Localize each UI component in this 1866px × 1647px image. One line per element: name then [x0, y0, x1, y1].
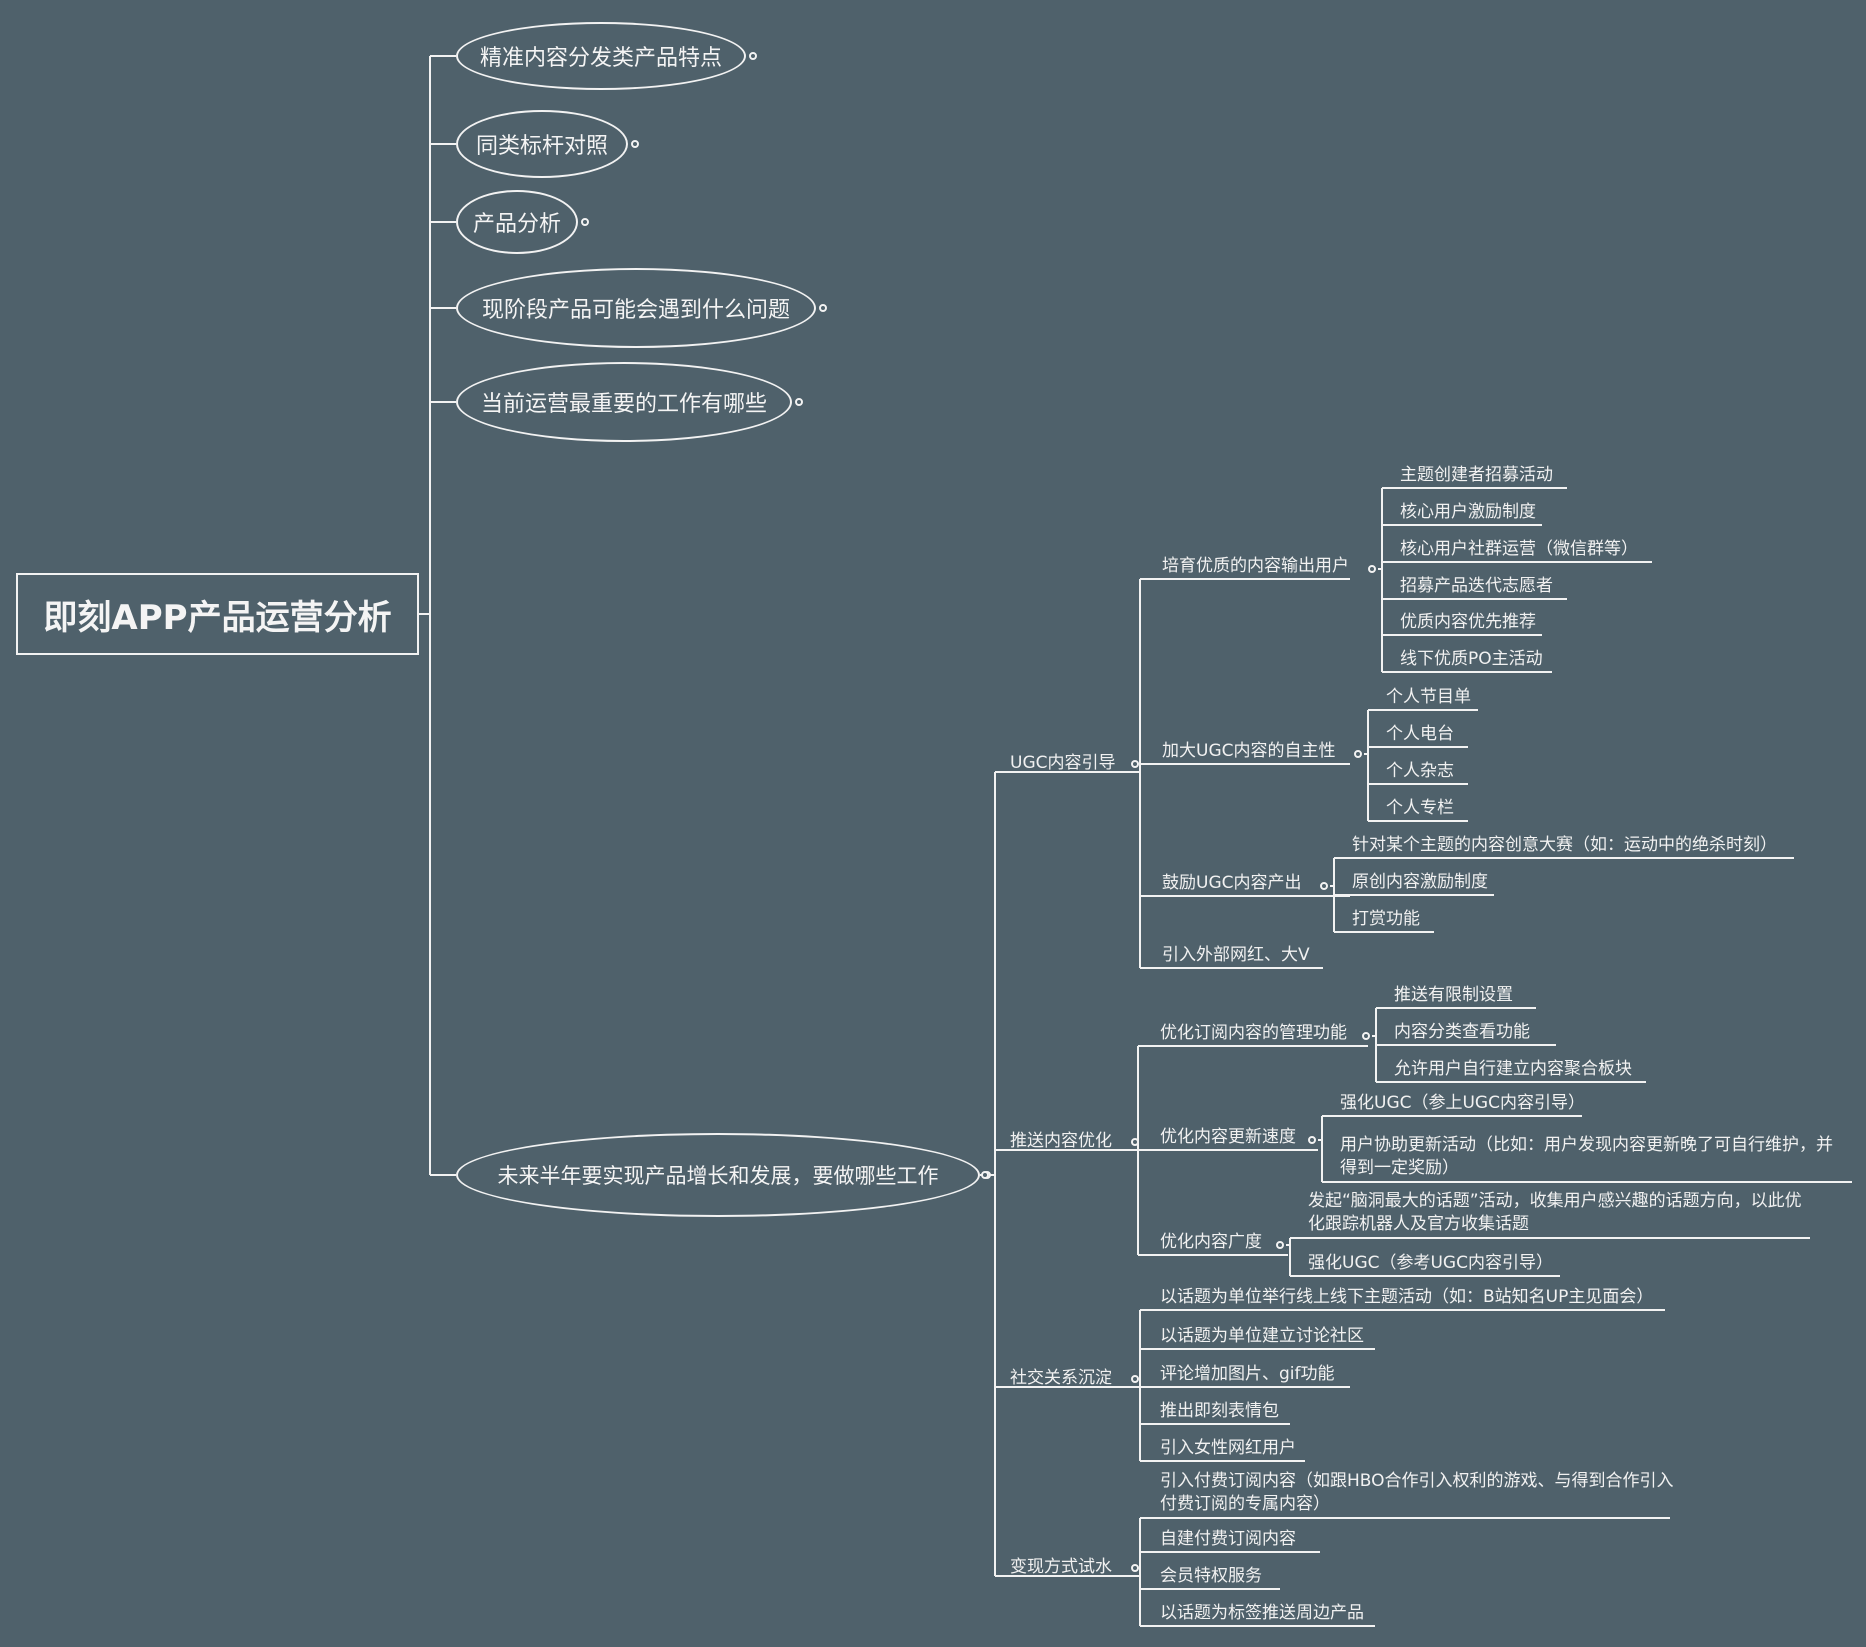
- l1-toggle-icon[interactable]: [1131, 1564, 1139, 1572]
- leaf-node[interactable]: 用户协助更新活动（比如：用户发现内容更新晚了可自行维护，并得到一定奖励）: [1340, 1135, 1833, 1178]
- leaf-node[interactable]: 引入付费订阅内容（如跟HBO合作引入权利的游戏、与得到合作引入付费订阅的专属内容…: [1160, 1471, 1674, 1514]
- leaf-node[interactable]: 个人杂志: [1386, 761, 1454, 781]
- l2-node[interactable]: 鼓励UGC内容产出: [1162, 873, 1302, 893]
- leaf-node[interactable]: 自建付费订阅内容: [1160, 1529, 1296, 1549]
- l1-node[interactable]: 推送内容优化: [1010, 1131, 1112, 1151]
- l1-toggle-icon[interactable]: [1131, 1375, 1139, 1383]
- leaf-node[interactable]: 评论增加图片、gif功能: [1160, 1364, 1335, 1384]
- expand-toggle-icon[interactable]: [581, 218, 589, 226]
- expand-toggle-icon[interactable]: [795, 398, 803, 406]
- leaf-node[interactable]: 个人节目单: [1386, 687, 1471, 707]
- leaf-node[interactable]: 优质内容优先推荐: [1400, 612, 1536, 632]
- l2-node[interactable]: 优化订阅内容的管理功能: [1160, 1023, 1347, 1043]
- branch-future-work[interactable]: 未来半年要实现产品增长和发展，要做哪些工作: [456, 1133, 980, 1217]
- root-node[interactable]: 即刻APP产品运营分析: [16, 573, 419, 655]
- l2-toggle-icon[interactable]: [1320, 882, 1328, 890]
- leaf-node[interactable]: 核心用户社群运营（微信群等）: [1400, 539, 1638, 559]
- leaf-node[interactable]: 原创内容激励制度: [1352, 872, 1488, 892]
- leaf-node[interactable]: 主题创建者招募活动: [1400, 465, 1553, 485]
- branch-key-operations[interactable]: 当前运营最重要的工作有哪些: [456, 362, 792, 442]
- leaf-node[interactable]: 发起“脑洞最大的话题”活动，收集用户感兴趣的话题方向，以此优化跟踪机器人及官方收…: [1308, 1191, 1802, 1234]
- l2-toggle-icon[interactable]: [1276, 1241, 1284, 1249]
- l2-toggle-icon[interactable]: [1308, 1136, 1316, 1144]
- l1-node[interactable]: 变现方式试水: [1010, 1557, 1112, 1577]
- expand-toggle-icon[interactable]: [631, 140, 639, 148]
- l1-toggle-icon[interactable]: [1131, 1138, 1139, 1146]
- leaf-node[interactable]: 针对某个主题的内容创意大赛（如：运动中的绝杀时刻）: [1352, 835, 1777, 855]
- l2-node[interactable]: 培育优质的内容输出用户: [1162, 556, 1349, 576]
- l2-node[interactable]: 优化内容更新速度: [1160, 1127, 1296, 1147]
- branch-product-analysis[interactable]: 产品分析: [456, 190, 578, 254]
- future-work-toggle-icon[interactable]: [981, 1171, 989, 1179]
- leaf-node[interactable]: 线下优质PO主活动: [1400, 649, 1543, 669]
- l2-node[interactable]: 加大UGC内容的自主性: [1162, 741, 1336, 761]
- leaf-node[interactable]: 推送有限制设置: [1394, 985, 1513, 1005]
- leaf-node[interactable]: 推出即刻表情包: [1160, 1401, 1279, 1421]
- expand-toggle-icon[interactable]: [749, 52, 757, 60]
- l2-node[interactable]: 优化内容广度: [1160, 1232, 1262, 1252]
- leaf-node[interactable]: 核心用户激励制度: [1400, 502, 1536, 522]
- leaf-node[interactable]: 强化UGC（参上UGC内容引导）: [1340, 1093, 1585, 1113]
- leaf-node[interactable]: 以话题为标签推送周边产品: [1160, 1603, 1364, 1623]
- leaf-node[interactable]: 个人专栏: [1386, 798, 1454, 818]
- leaf-node[interactable]: 引入女性网红用户: [1160, 1438, 1296, 1458]
- leaf-node[interactable]: 内容分类查看功能: [1394, 1022, 1530, 1042]
- l2-toggle-icon[interactable]: [1362, 1032, 1370, 1040]
- l2-toggle-icon[interactable]: [1354, 750, 1362, 758]
- leaf-node[interactable]: 会员特权服务: [1160, 1566, 1262, 1586]
- leaf-node[interactable]: 以话题为单位举行线上线下主题活动（如：B站知名UP主见面会）: [1160, 1287, 1654, 1307]
- expand-toggle-icon[interactable]: [819, 304, 827, 312]
- l1-node[interactable]: 社交关系沉淀: [1010, 1368, 1112, 1388]
- leaf-node[interactable]: 个人电台: [1386, 724, 1454, 744]
- l2-toggle-icon[interactable]: [1368, 565, 1376, 573]
- l2-node[interactable]: 引入外部网红、大V: [1162, 945, 1310, 965]
- l1-node[interactable]: UGC内容引导: [1010, 753, 1116, 773]
- branch-content-distribution[interactable]: 精准内容分发类产品特点: [456, 22, 746, 90]
- leaf-node[interactable]: 打赏功能: [1352, 909, 1420, 929]
- leaf-node[interactable]: 以话题为单位建立讨论社区: [1160, 1326, 1364, 1346]
- leaf-node[interactable]: 强化UGC（参考UGC内容引导）: [1308, 1253, 1553, 1273]
- leaf-node[interactable]: 允许用户自行建立内容聚合板块: [1394, 1059, 1632, 1079]
- branch-benchmark[interactable]: 同类标杆对照: [456, 110, 628, 178]
- leaf-node[interactable]: 招募产品迭代志愿者: [1400, 576, 1553, 596]
- l1-toggle-icon[interactable]: [1131, 760, 1139, 768]
- branch-current-problems[interactable]: 现阶段产品可能会遇到什么问题: [456, 268, 816, 348]
